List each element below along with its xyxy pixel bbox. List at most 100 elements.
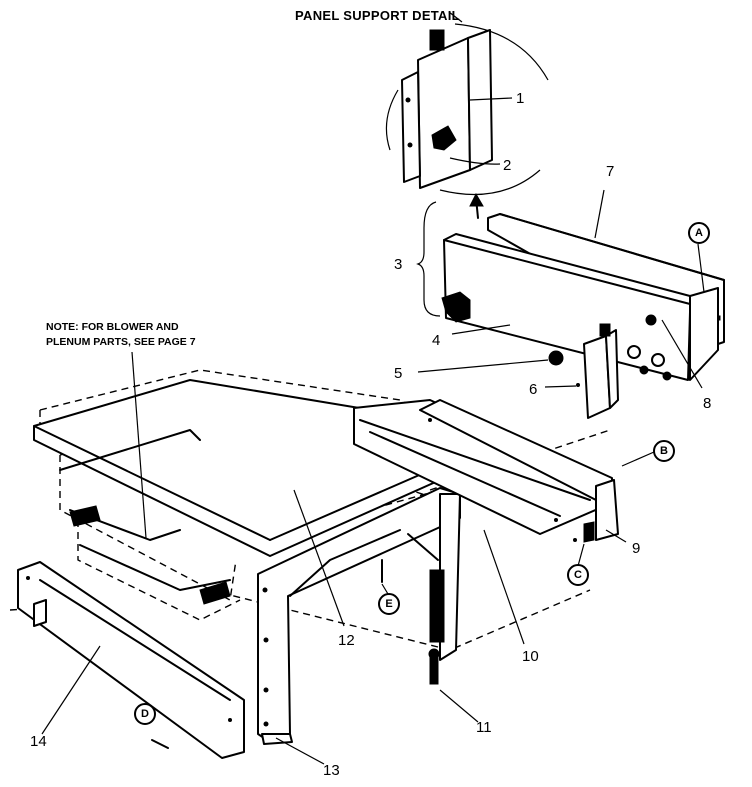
- rail-channel: [359, 419, 591, 501]
- frame-hole: [263, 687, 269, 693]
- circled-callout-E: [378, 593, 400, 615]
- plenum-outline: [77, 520, 241, 621]
- leader-10: [483, 529, 525, 645]
- brace-3: [416, 201, 441, 317]
- inner-ledge: [79, 544, 231, 591]
- detail-arc-left: [385, 89, 399, 151]
- callout-11: 11: [476, 719, 492, 736]
- rail-hole: [428, 418, 432, 422]
- circled-callout-A: [688, 222, 710, 244]
- clip-part: [199, 581, 231, 605]
- callout-2: 2: [503, 157, 511, 174]
- blower-outline: [59, 455, 237, 602]
- circled-label-D: D: [141, 708, 149, 720]
- fastener-5: [548, 350, 564, 366]
- skirt-hole: [26, 576, 30, 580]
- leader-A: [697, 243, 705, 293]
- leader-6: [544, 385, 577, 388]
- leader-C: [577, 543, 585, 567]
- frame-brace: [289, 529, 401, 597]
- circled-callout-B: [653, 440, 675, 462]
- title-leader: [448, 11, 463, 23]
- screw-D: [151, 739, 169, 749]
- end-bracket-tab: [599, 323, 611, 337]
- cabinet-assembly: [9, 369, 619, 759]
- end-bracket-side: [605, 329, 619, 409]
- note-line-1: NOTE: FOR BLOWER AND: [46, 321, 179, 333]
- callout-7: 7: [606, 163, 614, 180]
- rail-end-cap: [595, 479, 619, 541]
- rail-outline: [429, 429, 611, 491]
- leader-7: [594, 189, 605, 239]
- bracket-hole: [407, 142, 413, 148]
- callout-14: 14: [30, 733, 47, 750]
- circled-callout-C: [567, 564, 589, 586]
- top-cover-front-edge: [33, 425, 271, 541]
- note-leader: [131, 351, 147, 539]
- bracket-flange: [401, 71, 421, 183]
- circled-label-C: C: [574, 569, 582, 581]
- circled-label-A: A: [695, 227, 703, 239]
- detail-arrow-head: [469, 192, 484, 207]
- leader-9: [605, 529, 627, 543]
- detail-arc-upper: [454, 23, 549, 81]
- clip-part: [69, 505, 101, 527]
- switch: [627, 345, 641, 359]
- leader-13: [275, 737, 325, 765]
- callout-3: 3: [394, 256, 402, 273]
- base-outline: [209, 589, 591, 651]
- skirt-hole: [228, 718, 232, 722]
- rail-hole: [554, 518, 558, 522]
- detail-arc-lower: [439, 169, 541, 196]
- leader-5: [417, 359, 549, 373]
- leveling-bracket: [429, 569, 445, 643]
- leader-B: [621, 451, 655, 467]
- callout-12: 12: [338, 632, 355, 649]
- support-bracket: [417, 37, 471, 189]
- leader-4: [451, 324, 511, 335]
- panel-support-detail: 1 2: [385, 23, 549, 219]
- skirt-edge: [39, 579, 231, 701]
- frame-hole: [263, 637, 269, 643]
- leader-8: [661, 319, 703, 389]
- switch-knob: [662, 371, 672, 381]
- callout-10: 10: [522, 648, 539, 665]
- top-cover-right-edge: [269, 465, 441, 541]
- frame-hole: [263, 721, 269, 727]
- front-panel-top-edge: [443, 239, 691, 305]
- callout-6: 6: [529, 381, 537, 398]
- callout-13: 13: [323, 762, 340, 779]
- callout-5: 5: [394, 365, 402, 382]
- circled-label-B: B: [660, 445, 668, 457]
- circled-callout-D: [134, 703, 156, 725]
- switch: [651, 353, 665, 367]
- front-panel-side: [689, 287, 719, 381]
- callout-4: 4: [432, 332, 440, 349]
- leveling-screw-head: [428, 648, 440, 660]
- inner-ledge: [59, 429, 201, 471]
- leader-2: [449, 157, 501, 165]
- bracket-vent: [429, 29, 445, 51]
- circled-label-E: E: [385, 598, 392, 610]
- bracket-hole: [405, 97, 411, 103]
- frame-hole: [262, 587, 268, 593]
- note-line-2: PLENUM PARTS, SEE PAGE 7: [46, 336, 196, 348]
- leader-14: [41, 645, 101, 735]
- leader-12: [293, 489, 345, 627]
- callout-9: 9: [632, 540, 640, 557]
- rail-channel: [369, 431, 561, 517]
- skirt-tab: [33, 599, 47, 627]
- callout-1: 1: [516, 90, 524, 107]
- screw-6: [576, 383, 580, 387]
- front-skirt: [17, 561, 245, 759]
- leader-11: [439, 689, 479, 723]
- diagram-title: PANEL SUPPORT DETAIL: [295, 8, 460, 23]
- clip-C: [583, 521, 595, 543]
- switch-knob: [645, 314, 657, 326]
- rail-hole: [573, 538, 577, 542]
- leader-E: [381, 583, 389, 595]
- control-panel-assembly: 7 3 4 5 6 8 A: [394, 163, 725, 419]
- latch-clip: [431, 125, 457, 151]
- frame-brace: [407, 533, 439, 561]
